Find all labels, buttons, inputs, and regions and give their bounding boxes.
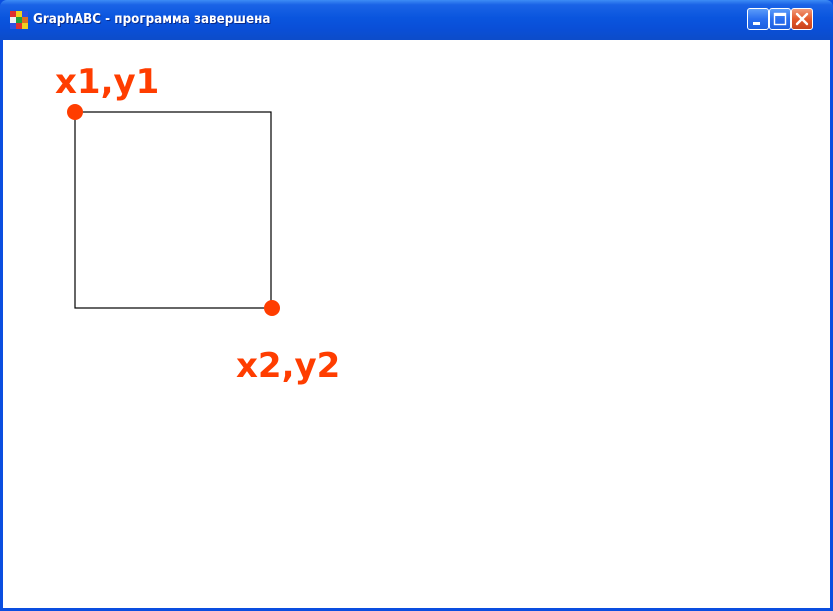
- start-point-marker: [67, 104, 83, 120]
- graphics-canvas-area: x1,y1 x2,y2: [3, 40, 830, 608]
- close-icon: [795, 12, 809, 26]
- window-title: GraphABC - программа завершена: [33, 12, 271, 27]
- end-point-label: x2,y2: [236, 346, 341, 386]
- graphabc-app-icon[interactable]: [10, 11, 28, 29]
- title-bar[interactable]: GraphABC - программа завершена: [0, 0, 833, 40]
- drawing-canvas: [67, 104, 280, 316]
- start-point-label: x1,y1: [55, 62, 160, 102]
- end-point-marker: [264, 300, 280, 316]
- drawn-rectangle: [74, 111, 272, 309]
- minimize-icon: [753, 22, 760, 25]
- close-button[interactable]: [791, 8, 813, 30]
- maximize-icon: [773, 12, 787, 26]
- maximize-button[interactable]: [769, 8, 791, 30]
- minimize-button[interactable]: [747, 8, 769, 30]
